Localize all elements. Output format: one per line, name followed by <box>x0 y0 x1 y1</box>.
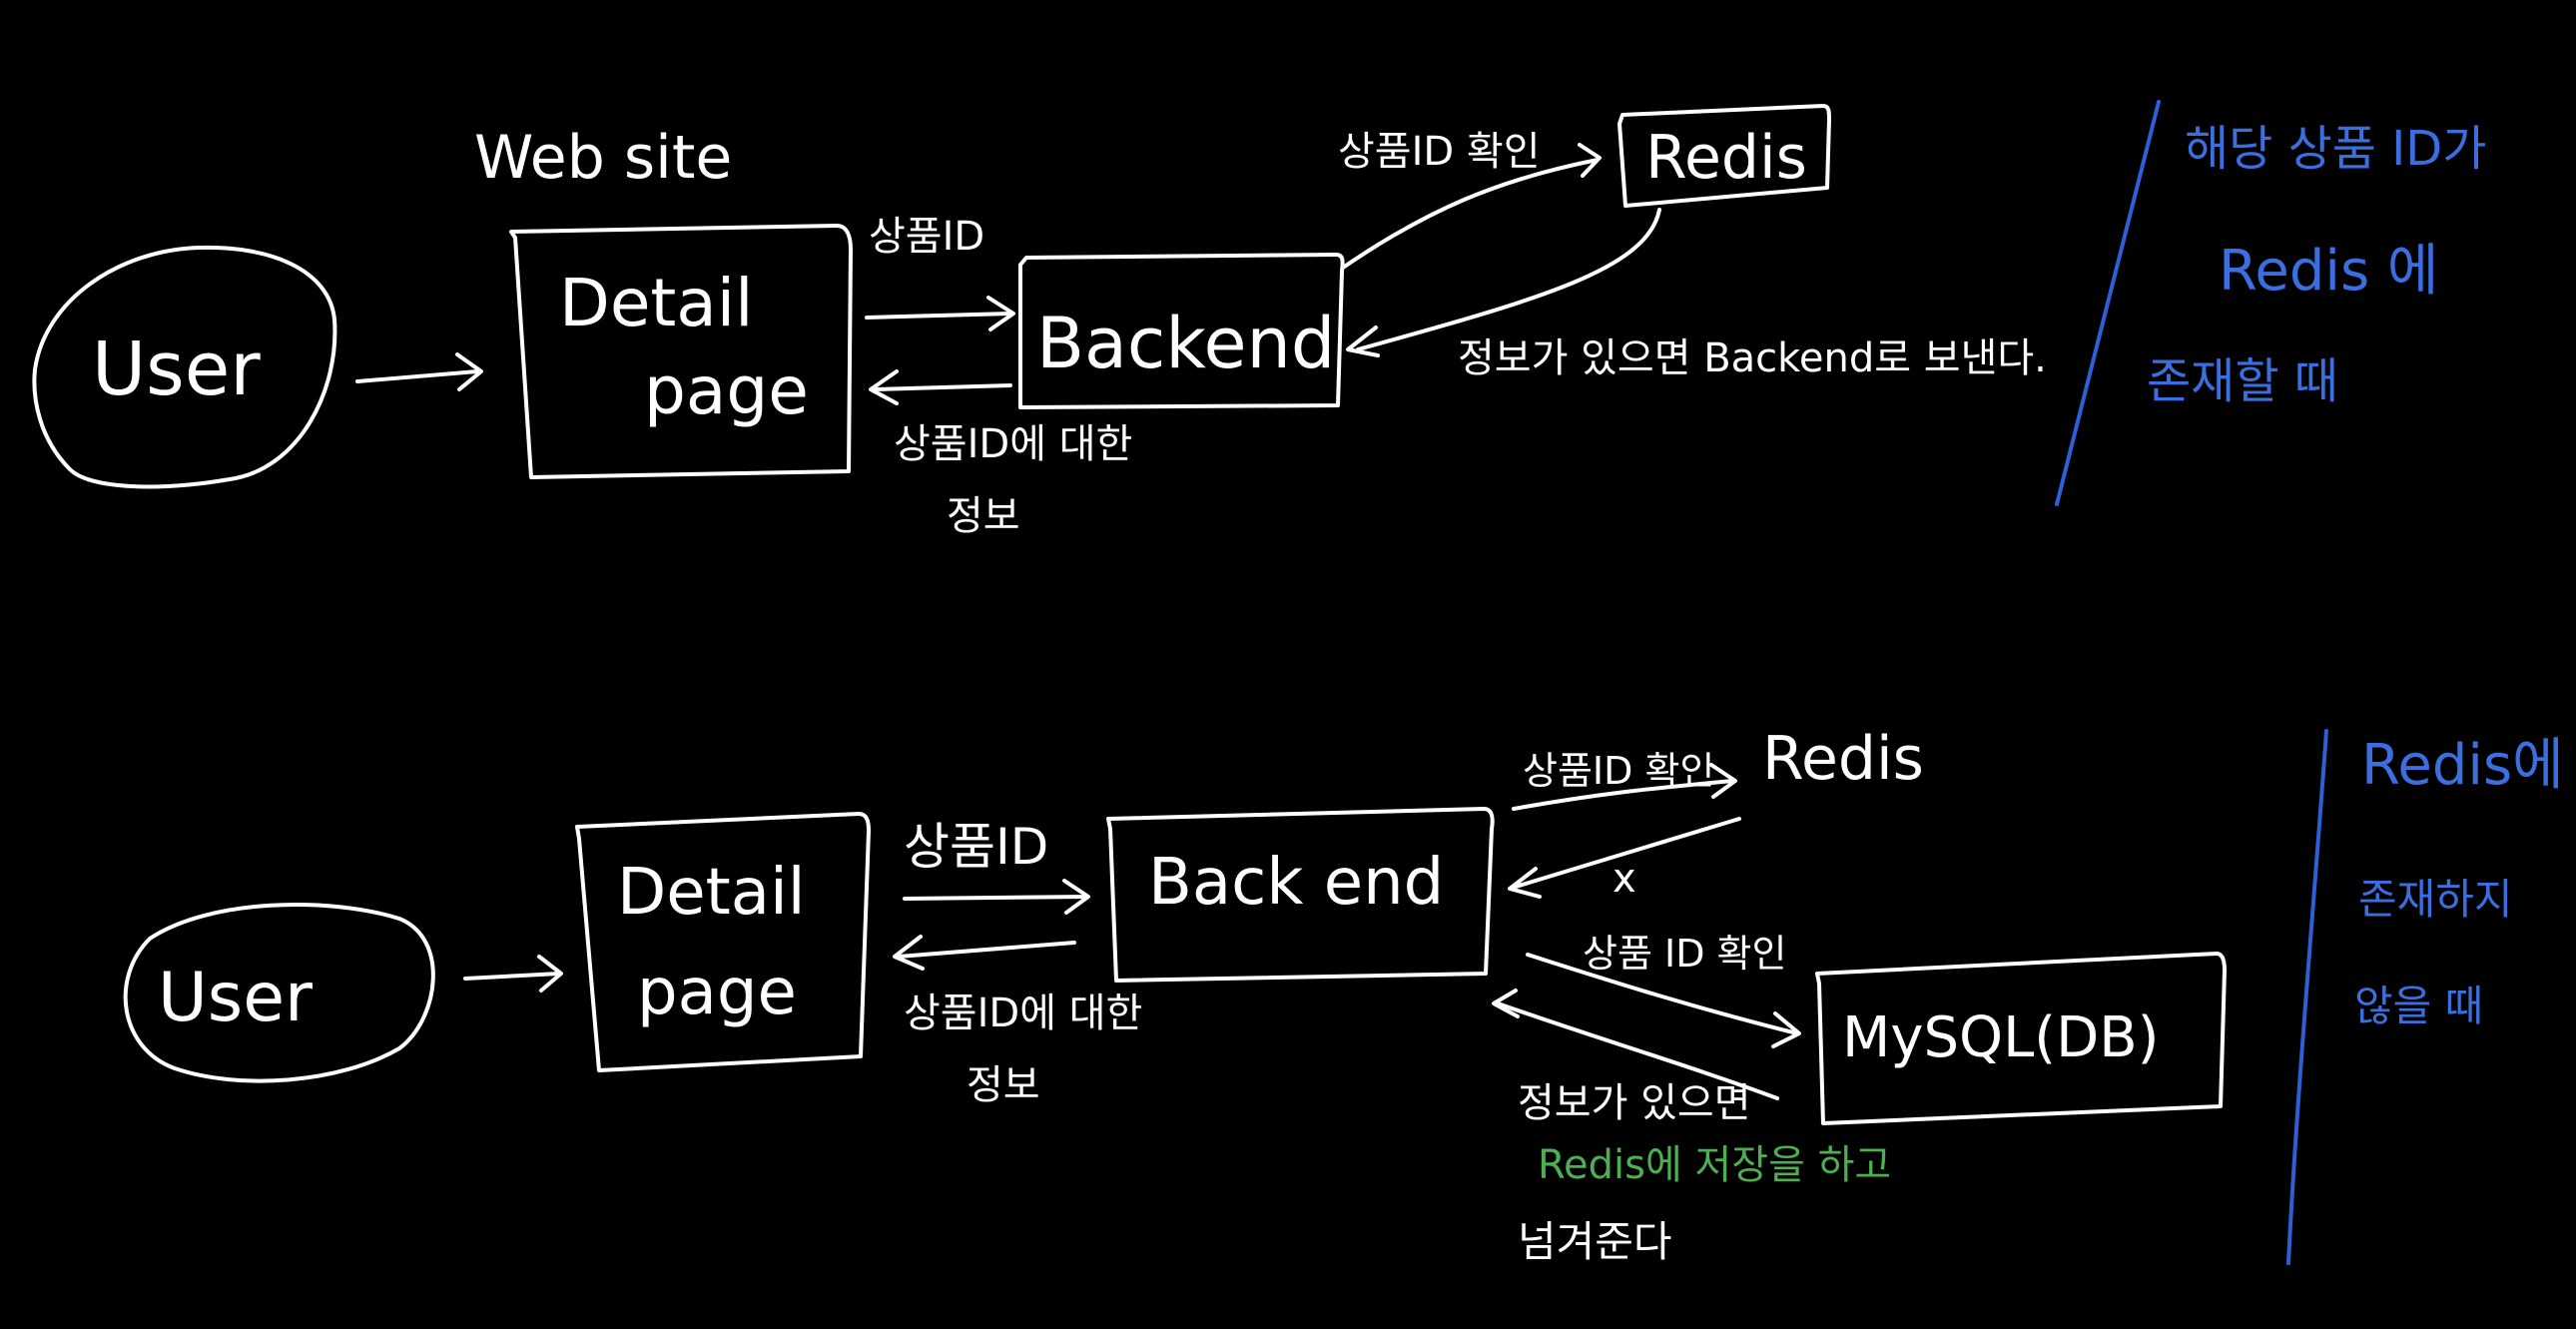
arrow-mysql-backend-bottom <box>1492 989 1779 1100</box>
note-divider-top <box>2055 100 2161 506</box>
note-bottom-3: 않을 때 <box>2354 982 2483 1030</box>
arrow-user-detail-top <box>355 352 483 391</box>
arrow-backend-detail-bottom <box>893 935 1076 971</box>
detail-page-box-top <box>509 224 853 479</box>
arrow-redis-backend-top <box>1346 208 1661 357</box>
product-id-label-bottom: 상품ID <box>904 818 1048 876</box>
check-id-label-top: 상품ID 확인 <box>1338 129 1541 175</box>
detail-label-bottom: Detail <box>617 856 806 930</box>
bottom-flow: User Detail page 상품ID 상품ID에 대한 정보 Back e… <box>123 724 2564 1266</box>
product-info-label-bottom-1: 상품ID에 대한 <box>904 991 1142 1036</box>
redis-reply-label: 정보가 있으면 Backend로 보낸다. <box>1458 335 2047 381</box>
user-label-bottom: User <box>158 959 313 1037</box>
arrow-user-detail-bottom <box>463 955 563 993</box>
note-top-2: Redis 에 <box>2219 239 2438 304</box>
arrow-backend-mysql-bottom <box>1526 953 1801 1048</box>
product-id-label-top: 상품ID <box>869 214 984 260</box>
arrow-backend-detail-top <box>869 369 1012 405</box>
detail-label-top: Detail <box>559 265 753 341</box>
redis-label-bottom: Redis <box>1762 724 1924 794</box>
mysql-reply-label: 정보가 있으면 <box>1518 1080 1751 1126</box>
user-shape-top <box>32 245 337 489</box>
product-info-label-top-2: 정보 <box>947 493 1020 539</box>
website-label: Web site <box>474 123 732 193</box>
note-bottom-2: 존재하지 <box>2358 875 2513 924</box>
user-shape-bottom <box>123 903 435 1083</box>
note-top-1: 해당 상품 ID가 <box>2185 121 2486 177</box>
backend-label-top: Backend <box>1036 303 1335 384</box>
note-top-3: 존재할 때 <box>2147 353 2338 409</box>
detail-page-box-bottom <box>575 812 871 1072</box>
arrow-backend-redis-bottom <box>1512 763 1737 811</box>
product-info-label-top-1: 상품ID에 대한 <box>894 421 1132 467</box>
backend-label-bottom: Back end <box>1148 846 1444 920</box>
pass-on-label: 넘겨준다 <box>1518 1217 1672 1266</box>
redis-label-top: Redis <box>1645 123 1807 193</box>
arrow-detail-backend-top <box>865 296 1015 332</box>
arrow-detail-backend-bottom <box>903 879 1090 915</box>
page-label-top: page <box>644 352 809 429</box>
page-label-bottom: page <box>637 956 797 1029</box>
backend-box-top <box>1018 253 1345 409</box>
mysql-label: MySQL(DB) <box>1842 1005 2160 1070</box>
check-id-mysql-label: 상품 ID 확인 <box>1583 932 1786 976</box>
mysql-box-bottom <box>1815 952 2227 1125</box>
note-bottom-1: Redis에 <box>2361 733 2564 798</box>
miss-marker: x <box>1612 856 1636 902</box>
redis-box-top <box>1617 104 1831 208</box>
note-divider-bottom <box>2286 729 2328 1265</box>
user-label-top: User <box>92 327 261 412</box>
top-flow: User Web site Detail page 상품ID 상품ID에 대한 … <box>32 100 2486 539</box>
backend-box-bottom <box>1106 807 1495 983</box>
product-info-label-bottom-2: 정보 <box>966 1062 1040 1108</box>
save-redis-label: Redis에 저장을 하고 <box>1538 1142 1891 1188</box>
arrow-redis-miss-bottom <box>1508 817 1741 899</box>
arrow-backend-redis-top <box>1341 143 1602 270</box>
check-id-redis-label: 상품ID 확인 <box>1523 749 1714 793</box>
